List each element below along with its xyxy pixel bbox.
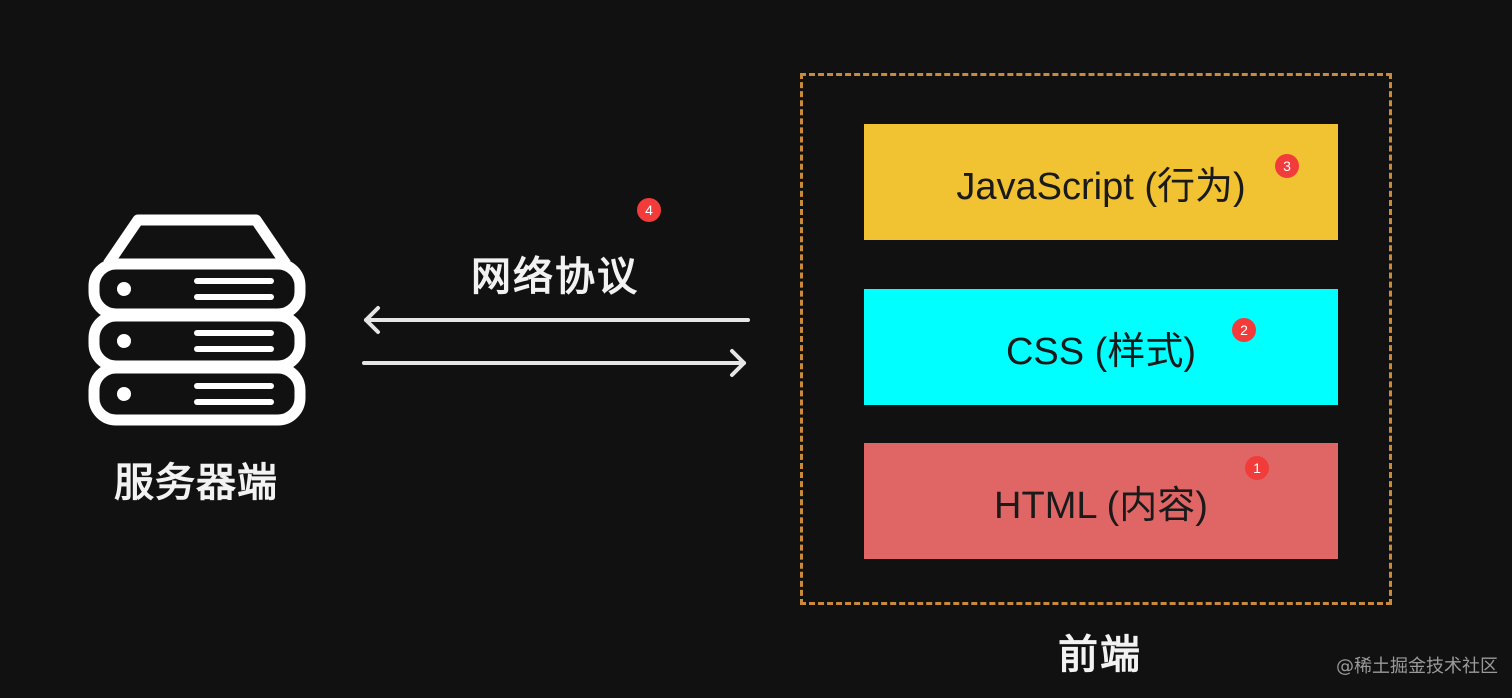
frontend-dashed-frame <box>800 73 1392 605</box>
watermark: @稀土掘金技术社区 <box>1336 656 1498 677</box>
badge-javascript: 3 <box>1275 154 1299 178</box>
layer-javascript-label: JavaScript (行为) <box>956 165 1246 208</box>
badge-network: 4 <box>637 198 661 222</box>
network-protocol-label: 网络协议 <box>471 254 639 300</box>
arrow-right-icon <box>362 349 746 377</box>
bidirectional-arrows <box>356 300 756 384</box>
layer-css: CSS (样式) <box>864 289 1338 405</box>
badge-css: 2 <box>1232 318 1256 342</box>
arrow-left-icon <box>364 306 750 334</box>
layer-html: HTML (内容) <box>864 443 1338 559</box>
server-icon <box>86 206 308 432</box>
layer-html-label: HTML (内容) <box>994 484 1208 527</box>
layer-javascript: JavaScript (行为) <box>864 124 1338 240</box>
badge-html: 1 <box>1245 456 1269 480</box>
server-label: 服务器端 <box>114 460 278 506</box>
frontend-label: 前端 <box>1058 632 1142 678</box>
layer-css-label: CSS (样式) <box>1005 330 1196 373</box>
